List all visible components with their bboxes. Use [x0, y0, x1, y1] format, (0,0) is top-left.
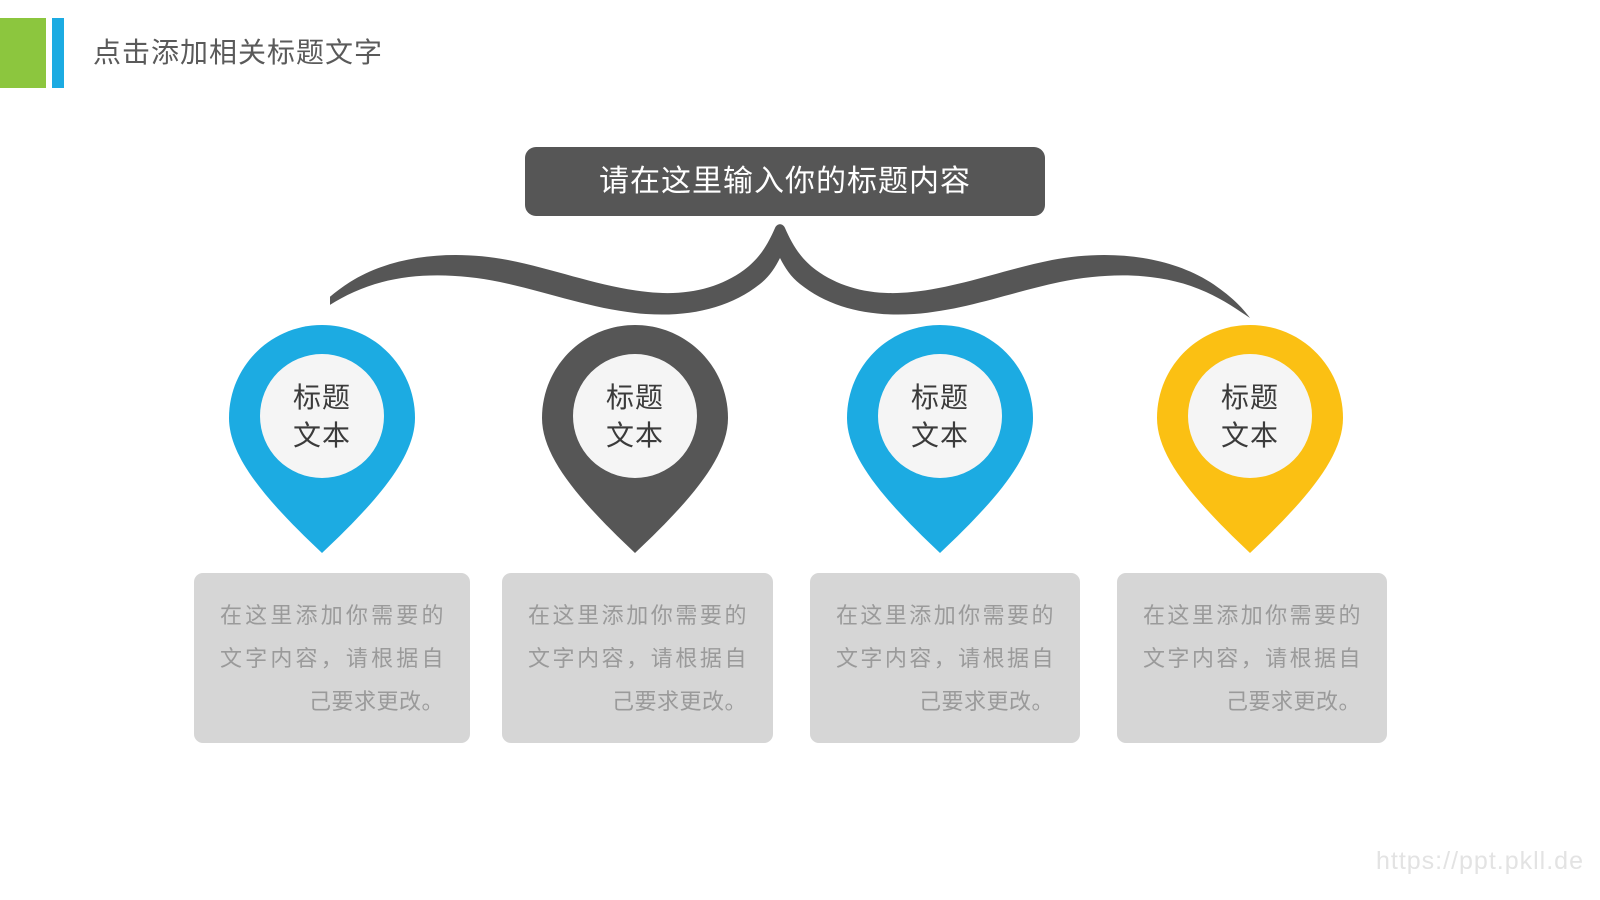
map-pin-inner-circle-2: [573, 354, 697, 478]
map-pin-marker-2[interactable]: 标题 文本: [542, 325, 728, 553]
caption-text-2: 在这里添加你需要的文字内容，请根据自己要求更改。: [528, 602, 747, 714]
map-pin-marker-3[interactable]: 标题 文本: [847, 325, 1033, 553]
caption-text-3: 在这里添加你需要的文字内容，请根据自己要求更改。: [836, 602, 1054, 714]
connector-swoosh-svg: [310, 224, 1250, 318]
connector-swoosh: [310, 212, 1270, 332]
map-pin-shape-3: [847, 325, 1033, 553]
caption-text-1: 在这里添加你需要的文字内容，请根据自己要求更改。: [220, 602, 444, 714]
page-title: 点击添加相关标题文字: [93, 37, 384, 68]
map-pin-shape-1: [229, 325, 415, 553]
map-pin-inner-circle-3: [878, 354, 1002, 478]
header-accent-blue-bar: [52, 18, 64, 88]
caption-box-1[interactable]: 在这里添加你需要的文字内容，请根据自己要求更改。: [194, 573, 470, 743]
caption-box-2[interactable]: 在这里添加你需要的文字内容，请根据自己要求更改。: [502, 573, 773, 743]
watermark-url: https://ppt.pkll.de: [1375, 847, 1584, 875]
main-title-banner[interactable]: 请在这里输入你的标题内容: [525, 147, 1045, 216]
caption-box-4[interactable]: 在这里添加你需要的文字内容，请根据自己要求更改。: [1117, 573, 1387, 743]
map-pin-inner-circle-1: [260, 354, 384, 478]
map-pin-shape-2: [542, 325, 728, 553]
map-pin-marker-4[interactable]: 标题 文本: [1157, 325, 1343, 553]
connector-swoosh-path: [310, 224, 1250, 318]
map-pin-inner-circle-4: [1188, 354, 1312, 478]
caption-box-3[interactable]: 在这里添加你需要的文字内容，请根据自己要求更改。: [810, 573, 1080, 743]
map-pin-shape-4: [1157, 325, 1343, 553]
caption-text-4: 在这里添加你需要的文字内容，请根据自己要求更改。: [1143, 602, 1361, 714]
map-pin-marker-1[interactable]: 标题 文本: [229, 325, 415, 553]
header-accent-green-block: [0, 18, 46, 88]
main-title-banner-label: 请在这里输入你的标题内容: [599, 164, 971, 198]
